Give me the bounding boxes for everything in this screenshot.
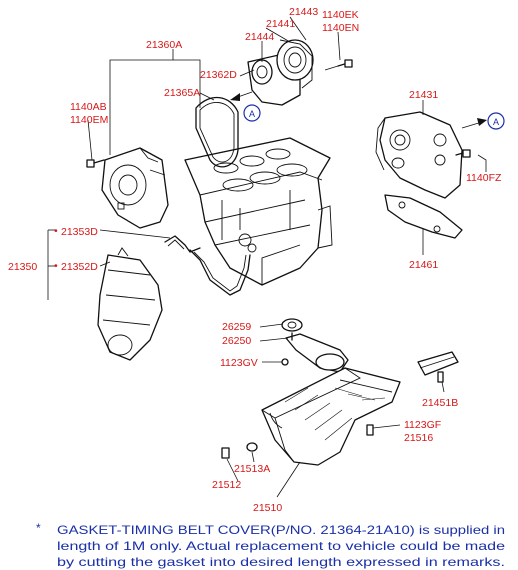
label-21353D: 21353D: [61, 226, 98, 238]
ref-circle-a-right: [487, 112, 505, 130]
upper-front-cover: [86, 147, 169, 229]
cam-seal-assembly: [247, 39, 353, 106]
label-21444: 21444: [245, 31, 274, 43]
label-26250: 26250: [222, 335, 251, 347]
label-1140EM: 1140EM: [70, 114, 108, 126]
label-21352D-marker: •: [54, 260, 58, 272]
label-21350: 21350: [8, 261, 37, 273]
cover-gasket: [164, 235, 257, 296]
timing-belt: [195, 96, 239, 168]
label-21352D: 21352D: [61, 261, 98, 273]
note-line-1: GASKET-TIMING BELT COVER(P/NO. 21364-21A…: [57, 523, 505, 537]
label-21431: 21431: [409, 89, 438, 101]
label-21362D: 21362D: [200, 69, 237, 81]
ref-label-a-right: A: [493, 117, 499, 127]
note-line-3: by cutting the gasket into desired lengt…: [57, 555, 505, 569]
label-1123GF: 1123GF: [404, 419, 441, 431]
label-21365A: 21365A: [164, 87, 200, 99]
oil-baffle: [417, 351, 459, 383]
label-1140EN: 1140EN: [322, 22, 359, 34]
label-21512: 21512: [212, 479, 241, 491]
label-1140FZ: 1140FZ: [466, 172, 502, 184]
note-marker: *: [36, 521, 41, 535]
ref-label-a-upper: A: [249, 109, 255, 119]
label-1140AB: 1140AB: [70, 101, 107, 113]
label-21443: 21443: [289, 6, 318, 18]
gasket-note: * GASKET-TIMING BELT COVER(P/NO. 21364-2…: [36, 521, 505, 569]
label-1140EK: 1140EK: [322, 9, 359, 21]
label-21353D-marker: •: [54, 225, 58, 237]
part-labels: 21443 21441 21444 1140EK 1140EN 21360A 2…: [8, 6, 502, 514]
note-line-2: length of 1M only. Actual replacement to…: [57, 539, 505, 553]
label-21510: 21510: [253, 502, 282, 514]
oil-pan: [261, 367, 401, 466]
leader-lines: [47, 16, 487, 498]
label-21461: 21461: [409, 259, 438, 271]
ref-circle-a-upper: [243, 104, 261, 122]
lower-front-cover: [97, 247, 163, 361]
direction-arrow-right: [461, 118, 487, 129]
oil-pickup: [281, 318, 349, 373]
label-21441: 21441: [266, 18, 295, 30]
oil-pan-bolts: [221, 358, 374, 459]
label-21451B: 21451B: [422, 397, 458, 409]
rear-timing-cover: [375, 111, 471, 199]
label-21513A: 21513A: [234, 463, 270, 475]
engine-block: [184, 137, 333, 286]
label-21516: 21516: [404, 432, 433, 444]
direction-arrow-upper: [230, 91, 253, 101]
label-21360A: 21360A: [146, 39, 182, 51]
label-1123GV: 1123GV: [220, 357, 258, 369]
label-26259: 26259: [222, 321, 251, 333]
lower-rear-cover: [384, 194, 463, 239]
